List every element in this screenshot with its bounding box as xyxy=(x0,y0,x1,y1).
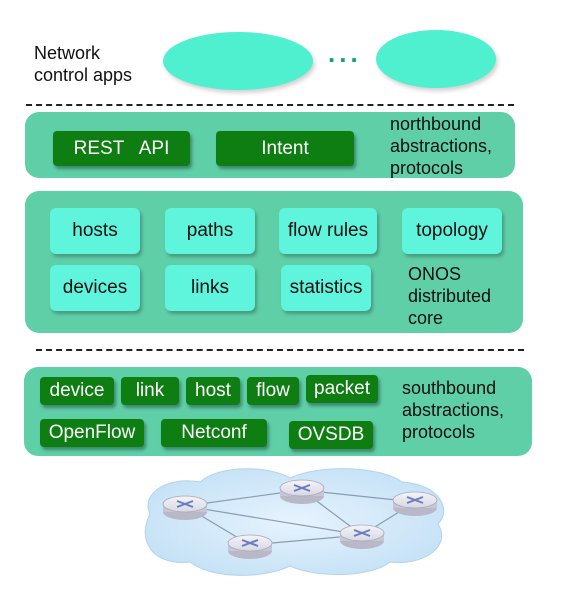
switch-icon-4 xyxy=(227,534,273,559)
northbound-label-line1: northbound xyxy=(390,114,482,134)
southbound-label-line1: southbound xyxy=(402,378,497,398)
core-box-topology: topology xyxy=(402,208,502,254)
apps-label: Network control apps xyxy=(34,42,132,86)
southbound-netconf: Netconf xyxy=(161,419,267,447)
app-oval-2 xyxy=(376,30,496,88)
northbound-label-line2: abstractions, xyxy=(390,136,493,156)
southbound-flow: flow xyxy=(247,377,299,405)
rest-api-button: REST API xyxy=(53,131,190,166)
core-label-line1: ONOS xyxy=(408,264,462,284)
switch-icon-1 xyxy=(162,495,208,520)
core-label: ONOS distributed core xyxy=(408,263,491,329)
intent-button: Intent xyxy=(216,131,354,166)
northbound-label: northbound abstractions, protocols xyxy=(390,113,492,179)
apps-label-line1: Network xyxy=(34,43,101,63)
southbound-label-line2: abstractions, xyxy=(402,400,505,420)
switch-icon-5 xyxy=(339,524,385,549)
southbound-label-line3: protocols xyxy=(402,422,476,442)
southbound-label: southbound abstractions, protocols xyxy=(402,377,504,443)
core-box-hosts: hosts xyxy=(50,208,140,254)
southbound-packet: packet xyxy=(306,375,378,403)
core-label-line3: core xyxy=(408,308,444,328)
divider-top xyxy=(26,104,514,106)
switch-network xyxy=(144,468,445,576)
southbound-ovsdb: OVSDB xyxy=(289,421,373,449)
core-box-statistics: statistics xyxy=(281,265,371,311)
apps-label-line2: control apps xyxy=(34,65,133,85)
switch-icon-2 xyxy=(279,479,325,504)
southbound-link: link xyxy=(121,377,179,405)
core-box-links: links xyxy=(165,265,255,311)
core-box-devices: devices xyxy=(50,265,140,311)
southbound-openflow: OpenFlow xyxy=(40,419,144,447)
southbound-host: host xyxy=(186,377,240,405)
southbound-device: device xyxy=(40,377,114,405)
divider-bottom xyxy=(36,349,524,351)
core-box-flow-rules: flow rules xyxy=(279,208,377,254)
core-box-paths: paths xyxy=(165,208,255,254)
northbound-label-line3: protocols xyxy=(390,158,464,178)
network-cloud xyxy=(144,468,445,576)
core-label-line2: distributed xyxy=(408,286,492,306)
apps-ellipsis: ... xyxy=(328,38,362,68)
switch-icon-3 xyxy=(392,491,438,516)
app-oval-1 xyxy=(163,32,313,90)
